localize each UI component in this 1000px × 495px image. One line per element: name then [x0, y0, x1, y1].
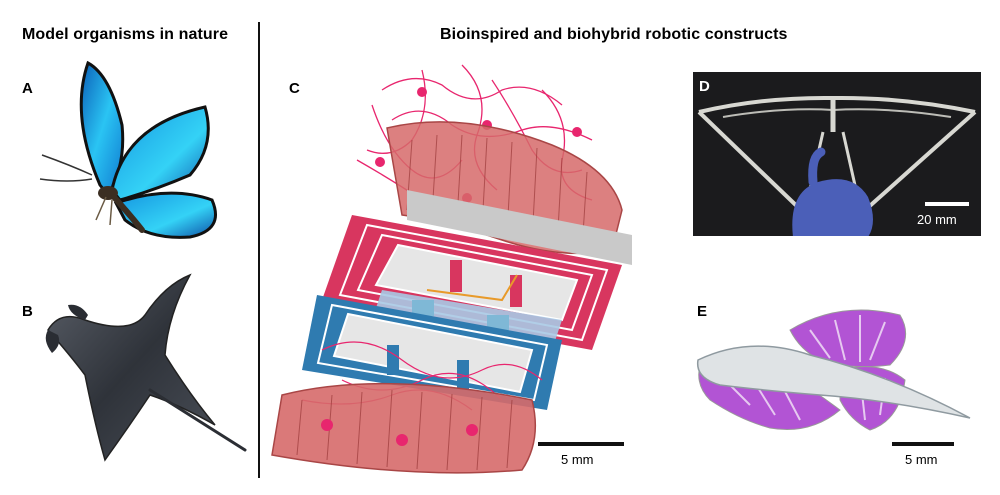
biohybrid-fish-image [696, 309, 971, 431]
scalebar-e [892, 442, 954, 446]
manta-ray-image [45, 273, 247, 462]
butterfly-image [39, 60, 217, 239]
panel-label-d: D [699, 78, 710, 95]
printed-frame-image [697, 95, 977, 236]
panel-label-a: A [22, 80, 33, 97]
panel-label-c: C [289, 80, 300, 97]
panel-d-photo: D 20 mm [693, 72, 981, 236]
scalebar-c-label: 5 mm [561, 452, 594, 467]
panel-label-b: B [22, 303, 33, 320]
muscle-layer-bottom [271, 382, 537, 474]
column-divider [258, 22, 260, 478]
scalebar-e-label: 5 mm [905, 452, 938, 467]
left-heading: Model organisms in nature [22, 26, 229, 43]
scalebar-d-label: 20 mm [917, 212, 957, 227]
panel-label-e: E [697, 303, 708, 320]
scalebar-d [925, 202, 969, 206]
right-heading: Bioinspired and biohybrid robotic constr… [440, 26, 788, 43]
biohybrid-construct-diagram [271, 64, 632, 474]
scalebar-c [538, 442, 624, 446]
